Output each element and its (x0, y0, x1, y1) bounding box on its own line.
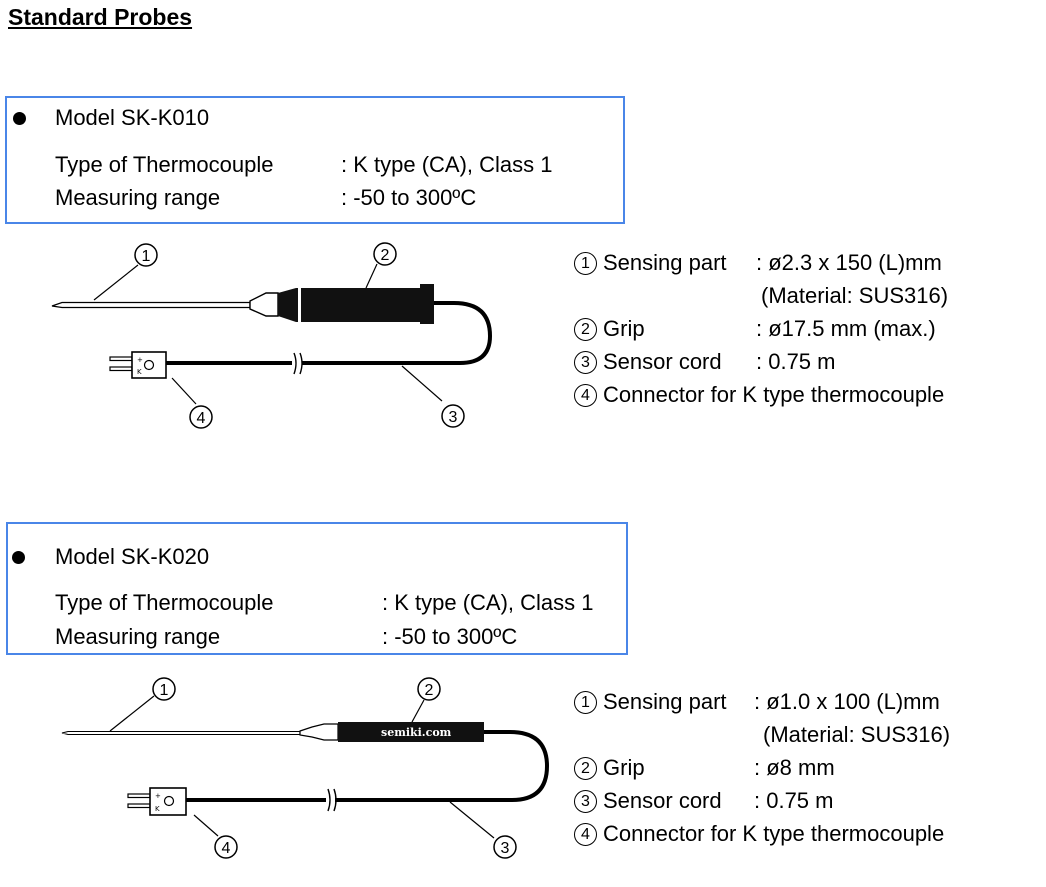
range-label: Measuring range (55, 185, 221, 210)
callout-3: 3 (493, 835, 517, 859)
range-value: : -50 to 300ºC (382, 624, 518, 649)
probe-diagram-sk-k010: + K 1 2 3 4 (51, 242, 493, 429)
model-name: Model SK-K020 (55, 544, 210, 569)
connector-k-mark: K (155, 805, 160, 813)
callout-number-2: 2 (574, 318, 597, 341)
range-label: Measuring range (55, 624, 221, 649)
type-value: : K type (CA), Class 1 (382, 590, 594, 615)
range-value: : -50 to 300ºC (341, 185, 477, 210)
type-value: : K type (CA), Class 1 (341, 152, 553, 177)
callout-number-1: 1 (574, 252, 597, 275)
svg-text:4: 4 (222, 840, 231, 857)
sensing-value: : ø1.0 x 100 (L)mm (754, 689, 940, 714)
cord-value: : 0.75 m (754, 788, 834, 813)
callout-4: 4 (214, 835, 238, 859)
grip-print-text: semiki.com (381, 726, 452, 739)
bullet-icon (12, 551, 25, 564)
callout-1: 1 (152, 677, 176, 701)
type-label: Type of Thermocouple (55, 590, 274, 615)
callout-number-3: 3 (574, 790, 597, 813)
page-title: Standard Probes (8, 4, 193, 30)
sensing-value: : ø2.3 x 150 (L)mm (756, 250, 942, 275)
svg-text:1: 1 (142, 248, 151, 265)
connector-plus-mark: + (155, 792, 161, 800)
grip-shape (278, 284, 434, 324)
sensor-cord-shape (186, 730, 550, 812)
spec-box-sk-k010: Model SK-K010 Type of Thermocouple : K t… (5, 96, 625, 224)
sensing-material: (Material: SUS316) (763, 722, 951, 747)
svg-text:3: 3 (449, 409, 458, 426)
sensor-cord-shape (160, 301, 493, 375)
callout-number-3: 3 (574, 351, 597, 374)
callout-number-4: 4 (574, 384, 597, 407)
svg-text:1: 1 (160, 682, 169, 699)
spec-box-sk-k020: Model SK-K020 Type of Thermocouple : K t… (6, 522, 628, 655)
callout-2: 2 (373, 242, 397, 266)
callout-number-1: 1 (574, 691, 597, 714)
cord-value: : 0.75 m (756, 349, 836, 374)
type-label: Type of Thermocouple (55, 152, 274, 177)
connector-shape: + K (127, 787, 187, 816)
sensing-material: (Material: SUS316) (761, 283, 949, 308)
callout-1: 1 (134, 243, 158, 267)
svg-text:3: 3 (501, 840, 510, 857)
model-name: Model SK-K010 (55, 105, 210, 130)
callout-number-2: 2 (574, 757, 597, 780)
connector-shape: + K (109, 351, 167, 379)
grip-value: : ø8 mm (754, 755, 835, 780)
grip-shape: semiki.com (338, 722, 484, 742)
callout-4: 4 (189, 405, 213, 429)
svg-text:4: 4 (197, 410, 206, 427)
probe-diagram-sk-k020: semiki.com + K 1 2 3 4 (61, 677, 550, 859)
connector-plus-mark: + (137, 356, 143, 364)
sensing-part-shape (51, 292, 279, 317)
svg-text:2: 2 (381, 247, 390, 264)
sensing-part-shape (61, 723, 339, 741)
connector-k-mark: K (137, 368, 142, 376)
callout-3: 3 (441, 404, 465, 428)
leader-lines (109, 695, 495, 839)
grip-value: : ø17.5 mm (max.) (756, 316, 936, 341)
leader-lines (93, 263, 443, 405)
callout-2: 2 (417, 677, 441, 701)
bullet-icon (13, 112, 26, 125)
callout-number-4: 4 (574, 823, 597, 846)
svg-text:2: 2 (425, 682, 434, 699)
